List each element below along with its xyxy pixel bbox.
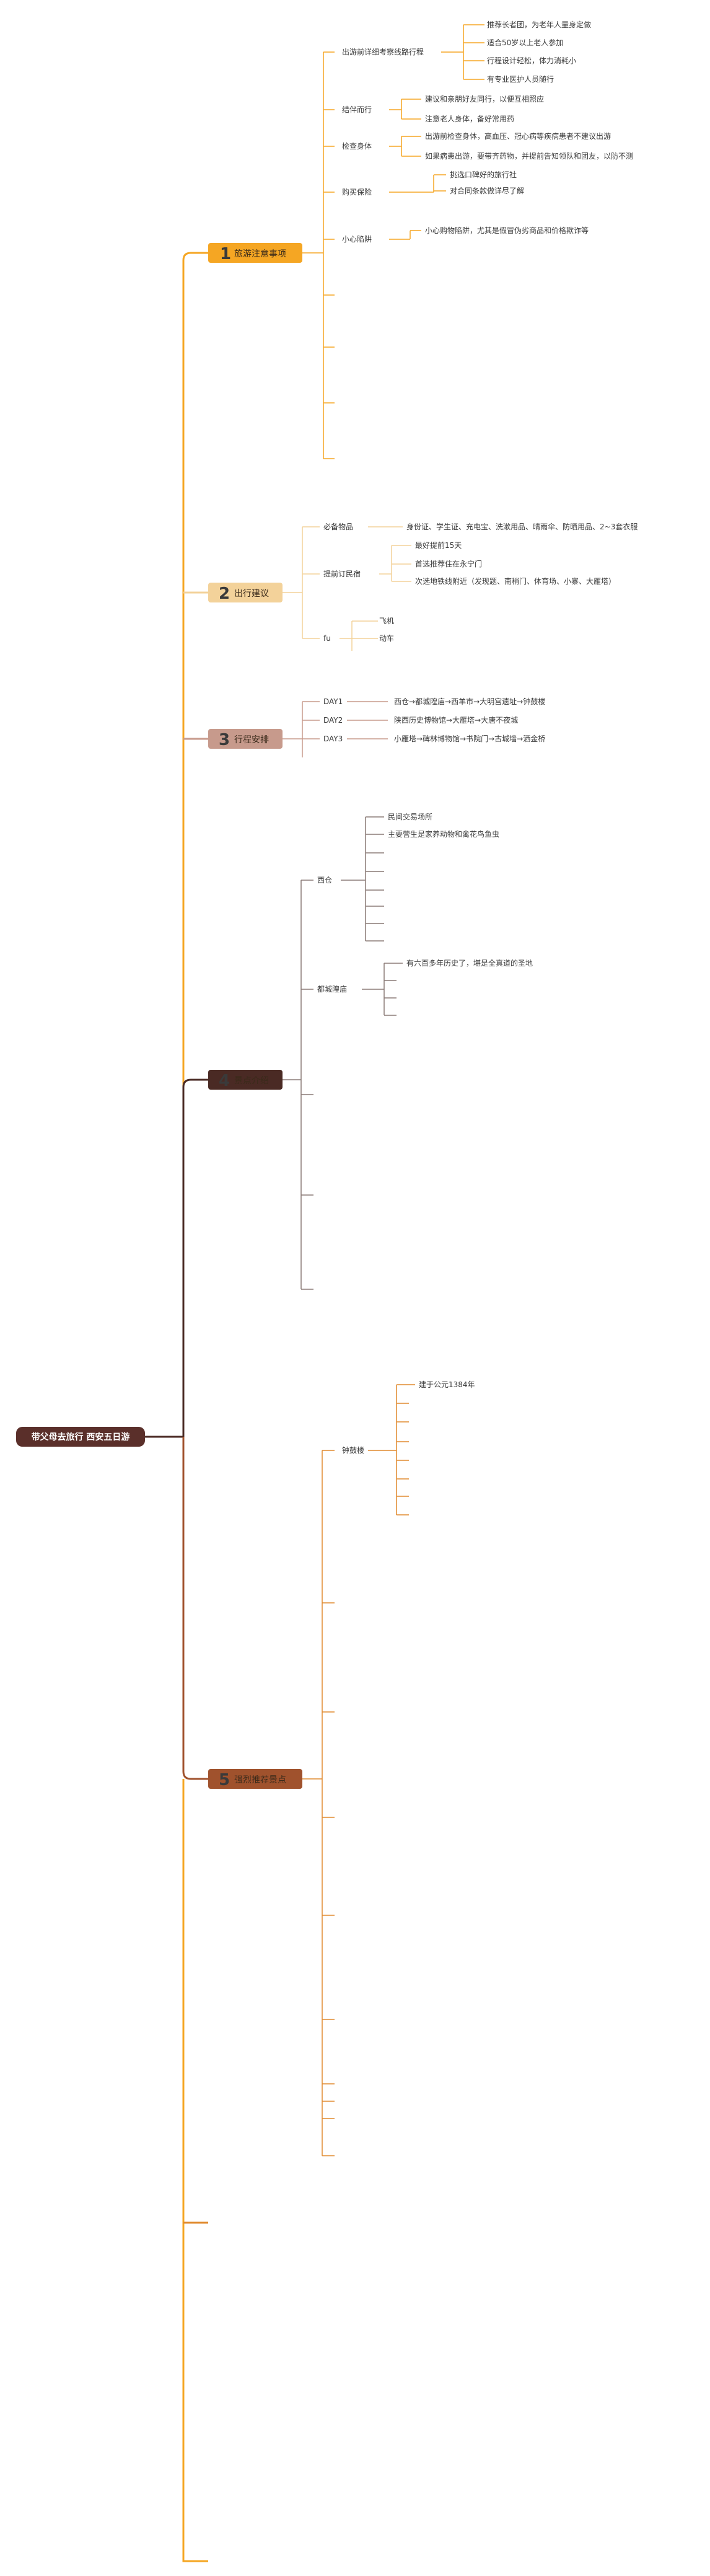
section-2-children: 必备物品 身份证、学生证、充电宝、洗漱用品、晴雨伞、防晒用品、2~3套衣服 提前… [323, 522, 638, 643]
section-1-node[interactable]: 1 旅游注意事项 [208, 243, 302, 263]
topic-day1[interactable]: DAY1 [323, 697, 343, 706]
section-4-node[interactable]: 4 景点介绍 [208, 1070, 283, 1090]
section-5-connectors [302, 1384, 415, 2156]
topic-xicang[interactable]: 西仓 [317, 876, 332, 884]
topic-essentials[interactable]: 必备物品 [323, 523, 353, 531]
item-built-1384[interactable]: 建于公元1384年 [419, 1380, 475, 1389]
section-1-label: 旅游注意事项 [234, 249, 286, 259]
item-health-advice[interactable]: 出游前检查身体，高血压、冠心病等疾病患者不建议出游 [425, 131, 611, 141]
item-age-50[interactable]: 适合50岁以上老人参加 [487, 38, 563, 47]
topic-day3[interactable]: DAY3 [323, 734, 343, 743]
section-2-label: 出行建议 [234, 589, 269, 599]
section-1-number: 1 [220, 245, 231, 263]
item-pets-flowers[interactable]: 主要营生是家养动物和禽花鸟鱼虫 [388, 829, 499, 839]
section-5-children: 钟鼓楼 建于公元1384年 [342, 1380, 475, 1455]
item-agency[interactable]: 挑选口碑好的旅行社 [450, 170, 517, 179]
item-day2-route[interactable]: 陕西历史博物馆→大雁塔→大唐不夜城 [394, 715, 518, 725]
item-temple-history[interactable]: 有六百多年历史了，堪是全真道的圣地 [406, 958, 533, 968]
root-node[interactable]: 带父母去旅行 西安五日游 [16, 1427, 145, 1447]
section-1: 1 旅游注意事项 出游前详细考察线路行程 推荐长者团，为老年人量身定做 适合50… [208, 20, 633, 459]
section-5-number: 5 [219, 1771, 230, 1789]
root-label: 带父母去旅行 西安五日游 [32, 1432, 130, 1442]
section-2-connectors [283, 526, 411, 651]
item-easy-itinerary[interactable]: 行程设计轻松，体力消耗小 [487, 56, 576, 65]
section-4-connectors [283, 816, 403, 1290]
item-metro-nearby[interactable]: 次选地铁线附近（发现题、南稍门、体育场、小寨、大雁塔） [415, 576, 616, 586]
section-3-node[interactable]: 3 行程安排 [208, 729, 283, 749]
section-3-connectors [283, 701, 388, 757]
section-3-label: 行程安排 [234, 735, 269, 745]
section-3: 3 行程安排 DAY1 西仓→都城隍庙→西羊市→大明宫遗址→钟鼓楼 DAY2 陕… [208, 697, 545, 757]
item-medical-staff[interactable]: 有专业医护人员随行 [487, 74, 554, 84]
item-15-days[interactable]: 最好提前15天 [415, 540, 462, 550]
item-train[interactable]: 动车 [379, 633, 394, 643]
item-yongning-gate[interactable]: 首选推荐住在永宁门 [415, 559, 482, 568]
topic-itinerary[interactable]: 出游前详细考察线路行程 [342, 47, 424, 56]
trunk-connectors [144, 252, 208, 2562]
section-2-number: 2 [219, 584, 230, 603]
topic-book-homestay[interactable]: 提前订民宿 [323, 569, 361, 578]
topic-travel-together[interactable]: 结伴而行 [342, 105, 372, 114]
item-day3-route[interactable]: 小雁塔→碑林博物馆→书院门→古城墙→洒金桥 [394, 734, 545, 743]
topic-health-check[interactable]: 检查身体 [342, 141, 372, 151]
item-bring-medicine[interactable]: 如果病患出游，要带齐药物，并提前告知领队和团友，以防不测 [425, 151, 633, 161]
topic-day2[interactable]: DAY2 [323, 716, 343, 725]
topic-bell-drum-tower[interactable]: 钟鼓楼 [342, 1445, 364, 1455]
item-folk-market[interactable]: 民间交易场所 [388, 812, 432, 821]
section-5-node[interactable]: 5 强烈推荐景点 [208, 1769, 302, 1789]
topic-insurance[interactable]: 购买保险 [342, 187, 372, 196]
section-1-children: 出游前详细考察线路行程 推荐长者团，为老年人量身定做 适合50岁以上老人参加 行… [342, 20, 633, 244]
section-4-children: 西仓 民间交易场所 主要营生是家养动物和禽花鸟鱼虫 都城隍庙 有六百多年历史了，… [317, 812, 533, 994]
section-4-number: 4 [219, 1072, 230, 1090]
topic-fu[interactable]: fu [323, 634, 331, 643]
section-1-connectors [302, 24, 484, 459]
item-contract[interactable]: 对合同条款做详尽了解 [450, 186, 524, 195]
item-with-friends[interactable]: 建议和亲朋好友同行，以便互相照应 [425, 94, 544, 104]
section-3-number: 3 [219, 731, 230, 749]
item-day1-route[interactable]: 西仓→都城隍庙→西羊市→大明宫遗址→钟鼓楼 [394, 697, 545, 706]
section-2: 2 出行建议 必备物品 身份证、学生证、充电宝、洗漱用品、晴雨伞、防晒用品、2~… [208, 522, 638, 651]
item-shopping-traps[interactable]: 小心购物陷阱，尤其是假冒伪劣商品和价格欺诈等 [425, 226, 589, 235]
section-3-children: DAY1 西仓→都城隍庙→西羊市→大明宫遗址→钟鼓楼 DAY2 陕西历史博物馆→… [323, 697, 545, 743]
section-4-label: 景点介绍 [234, 1076, 269, 1086]
item-plane[interactable]: 飞机 [379, 617, 394, 625]
section-4: 4 景点介绍 西仓 民间交易场所 主要营生是家养动物和禽花鸟鱼虫 都城隍庙 有六… [208, 812, 533, 1290]
item-senior-tour[interactable]: 推荐长者团，为老年人量身定做 [487, 20, 591, 29]
topic-city-god-temple[interactable]: 都城隍庙 [317, 985, 347, 994]
section-5-label: 强烈推荐景点 [234, 1775, 286, 1785]
section-2-node[interactable]: 2 出行建议 [208, 583, 283, 603]
item-essentials-list[interactable]: 身份证、学生证、充电宝、洗漱用品、晴雨伞、防晒用品、2~3套衣服 [406, 522, 638, 531]
section-5: 5 强烈推荐景点 钟鼓楼 建于公元1384年 [208, 1380, 475, 2156]
topic-traps[interactable]: 小心陷阱 [342, 234, 372, 244]
item-medicine[interactable]: 注意老人身体，备好常用药 [425, 114, 514, 123]
